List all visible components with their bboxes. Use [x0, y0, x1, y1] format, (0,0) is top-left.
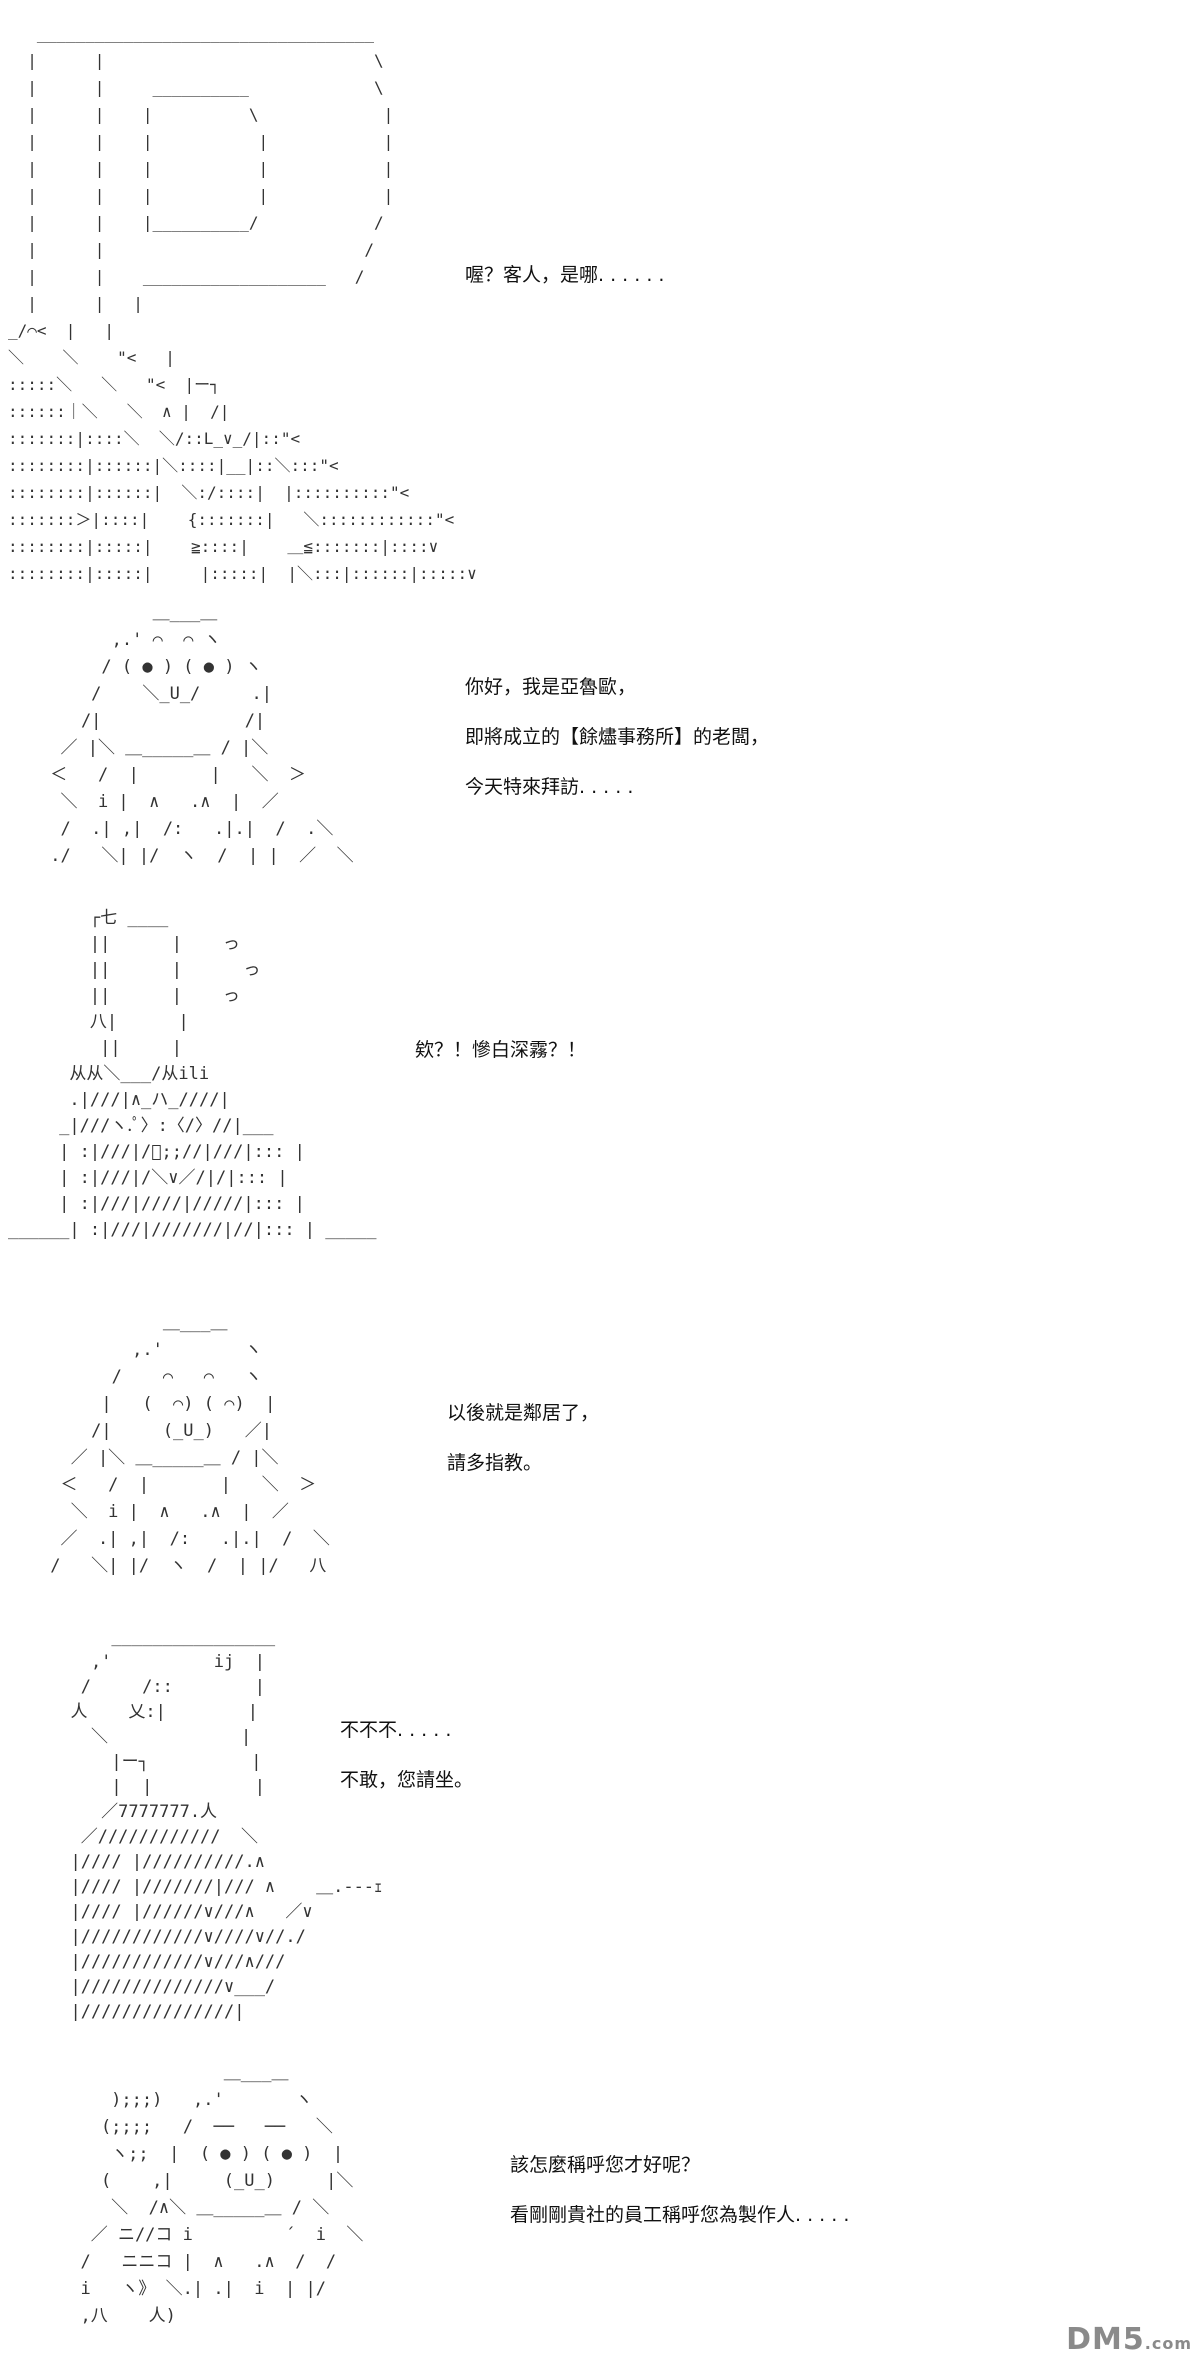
- ascii-art-yaruo-sweating: ＿___＿ );;;) ,.' ヽ (;;;; / ── ── ＼ ヽ;; | …: [80, 2063, 364, 2326]
- dialogue-line: 以後就是鄰居了，: [447, 1402, 600, 1424]
- dialogue-line: 該怎麼稱呼您才好呢？: [510, 2154, 701, 2176]
- dm5-watermark-logo: DM5.com: [1066, 2322, 1192, 2357]
- dialogue-line: 看剛剛貴社的員工稱呼您為製作人. . . . .: [510, 2204, 850, 2226]
- dialogue-5: 不不不. . . . . 不敢，您請坐。: [340, 1705, 473, 1805]
- dialogue-line: 即將成立的【餘燼事務所】的老闆，: [465, 726, 770, 748]
- dialogue-line: 請多指教。: [447, 1452, 543, 1474]
- ascii-art-yaruo-greeting: ＿___＿ ,.' ⌒ ⌒ ヽ / ( ● ) ( ● ) ヽ / ＼_U_/ …: [50, 603, 354, 866]
- ascii-art-producer-p: ___________________________________ | | …: [8, 24, 477, 583]
- watermark-brand: DM5: [1066, 2322, 1145, 2357]
- dialogue-4: 以後就是鄰居了， 請多指教。: [447, 1388, 599, 1488]
- dialogue-line: 欸？！慘白深霧？！: [415, 1039, 587, 1061]
- dialogue-line: 今天特來拜訪. . . . .: [465, 776, 634, 798]
- dialogue-1: 喔？客人，是哪. . . . . .: [465, 250, 664, 300]
- ascii-art-gesturing-character: ________________ ,' ij | / /:: | 人 乂:| |…: [70, 1627, 383, 2022]
- dialogue-line: 喔？客人，是哪. . . . . .: [465, 264, 665, 286]
- dialogue-2: 你好，我是亞魯歐， 即將成立的【餘燼事務所】的老闆， 今天特來拜訪. . . .…: [465, 662, 769, 812]
- dialogue-3: 欸？！慘白深霧？！: [415, 1025, 586, 1075]
- dialogue-line: 不不不. . . . .: [340, 1719, 452, 1741]
- watermark-suffix: .com: [1144, 2334, 1192, 2353]
- ascii-art-yaruo-smiling: ＿___＿ ,.' ヽ / ⌒ ⌒ ヽ | ( ⌒) ( ⌒) | /| (_U…: [50, 1313, 330, 1576]
- dialogue-line: 你好，我是亞魯歐，: [465, 676, 637, 698]
- ascii-art-surprised-character: ┌七 ____ || | っ || | っ || | っ 八| | || | 从…: [8, 908, 377, 1240]
- dialogue-line: 不敢，您請坐。: [340, 1769, 474, 1791]
- dialogue-6: 該怎麼稱呼您才好呢？ 看剛剛貴社的員工稱呼您為製作人. . . . .: [510, 2140, 849, 2240]
